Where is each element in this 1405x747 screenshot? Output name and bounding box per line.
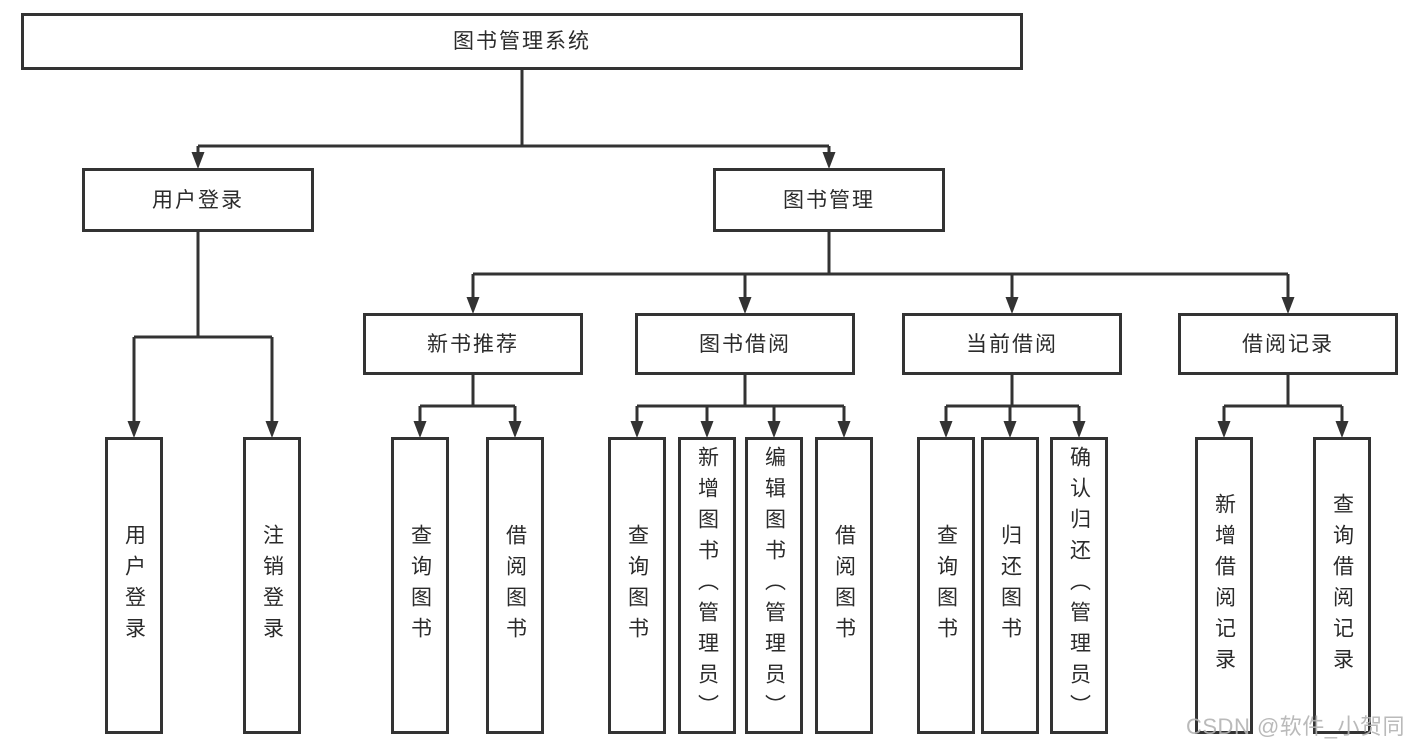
leaf-cb-return-books: 归还图书 <box>981 437 1039 734</box>
connector-paths <box>132 70 1344 425</box>
leaf-nbr-borrow-books: 借阅图书 <box>486 437 544 734</box>
leaf-bb-query-books: 查询图书 <box>608 437 666 734</box>
leaf-nbr-borrow-books-label: 借阅图书 <box>503 523 527 648</box>
leaf-user-login: 用户登录 <box>105 437 163 734</box>
leaf-nbr-query-books: 查询图书 <box>391 437 449 734</box>
leaf-logout: 注销登录 <box>243 437 301 734</box>
node-user-login-label: 用户登录 <box>152 188 244 212</box>
leaf-br-query-record: 查询借阅记录 <box>1313 437 1371 734</box>
node-book-management: 图书管理 <box>713 168 945 232</box>
arrowhead-icons <box>127 152 1349 438</box>
node-root-label: 图书管理系统 <box>453 30 591 53</box>
leaf-cb-confirm-return-admin: 确认归还（管理员） <box>1050 437 1108 734</box>
leaf-logout-label: 注销登录 <box>260 523 284 648</box>
leaf-user-login-label: 用户登录 <box>122 523 146 648</box>
leaf-cb-query-books-label: 查询图书 <box>934 523 958 648</box>
leaf-bb-add-books-admin-label: 新增图书（管理员） <box>695 446 719 725</box>
node-new-book-recommend: 新书推荐 <box>363 313 583 375</box>
leaf-bb-query-books-label: 查询图书 <box>625 523 649 648</box>
leaf-cb-return-books-label: 归还图书 <box>998 523 1022 648</box>
leaf-nbr-query-books-label: 查询图书 <box>408 523 432 648</box>
node-current-borrowing: 当前借阅 <box>902 313 1122 375</box>
leaf-br-query-record-label: 查询借阅记录 <box>1330 492 1354 679</box>
leaf-br-add-record: 新增借阅记录 <box>1195 437 1253 734</box>
node-borrowing-records-label: 借阅记录 <box>1242 332 1334 356</box>
node-book-borrowing-label: 图书借阅 <box>699 332 791 356</box>
leaf-cb-query-books: 查询图书 <box>917 437 975 734</box>
node-borrowing-records: 借阅记录 <box>1178 313 1398 375</box>
node-new-book-recommend-label: 新书推荐 <box>427 332 519 356</box>
leaf-bb-borrow-books: 借阅图书 <box>815 437 873 734</box>
leaf-bb-add-books-admin: 新增图书（管理员） <box>678 437 736 734</box>
leaf-bb-edit-books-admin: 编辑图书（管理员） <box>745 437 803 734</box>
leaf-cb-confirm-return-admin-label: 确认归还（管理员） <box>1067 446 1091 725</box>
watermark: CSDN @软件_小贺同学 <box>1186 714 1405 739</box>
node-book-borrowing: 图书借阅 <box>635 313 855 375</box>
leaf-bb-borrow-books-label: 借阅图书 <box>832 523 856 648</box>
node-current-borrowing-label: 当前借阅 <box>966 332 1058 356</box>
node-user-login: 用户登录 <box>82 168 314 232</box>
leaf-br-add-record-label: 新增借阅记录 <box>1212 492 1236 679</box>
leaf-bb-edit-books-admin-label: 编辑图书（管理员） <box>762 446 786 725</box>
node-book-management-label: 图书管理 <box>783 188 875 212</box>
node-root: 图书管理系统 <box>21 13 1023 70</box>
